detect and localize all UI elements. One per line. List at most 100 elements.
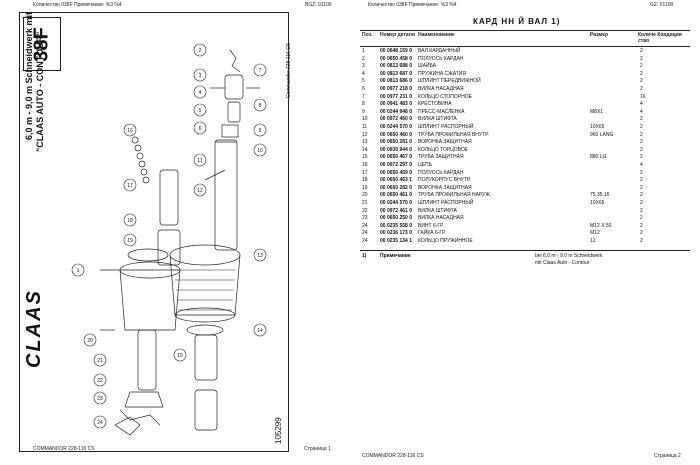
row-pos: 22 bbox=[362, 207, 368, 214]
callout-23: 23 bbox=[93, 391, 107, 405]
row-size: M12 X 50 bbox=[590, 222, 612, 229]
svg-text:2: 2 bbox=[199, 48, 202, 54]
row-qty: 4 bbox=[640, 162, 643, 168]
row-part-number: 00 0650 281 0 bbox=[380, 139, 412, 146]
row-size: 960 LANG bbox=[590, 131, 614, 138]
row-pos: 11 bbox=[362, 124, 368, 130]
svg-text:21: 21 bbox=[97, 358, 103, 364]
row-part-number: 00 0650 459 0 bbox=[380, 169, 412, 176]
col-size: Размер bbox=[590, 32, 609, 38]
row-part-number: 00 0648 159 0 bbox=[380, 48, 412, 54]
col-name: Наименование bbox=[418, 32, 455, 38]
callout-6: 6 bbox=[193, 121, 207, 135]
title-line-1: 6,0 m - 9,0 m Schneidwerk mit bbox=[24, 11, 34, 140]
callout-3: 3 bbox=[193, 68, 207, 82]
col-qty: Количе Кондиция ство bbox=[638, 32, 682, 44]
row-pos: 13 bbox=[362, 139, 368, 146]
left-footer-left: COMMANDOR 228-116 CS bbox=[33, 446, 95, 452]
row-part-number: 00 0941 483 0 bbox=[380, 101, 412, 108]
page-title: КАРД НН Й ВАЛ 1) bbox=[473, 17, 561, 26]
row-name: ПОЛУОСЬ КАРДАН bbox=[418, 169, 464, 176]
row-part-number: 00 0977 218 0 bbox=[380, 86, 412, 92]
left-tube-top bbox=[159, 169, 179, 226]
row-qty: 2 bbox=[640, 78, 643, 85]
row-size: 12 bbox=[590, 238, 596, 244]
row-part-number: 00 0930 944 0 bbox=[380, 146, 412, 153]
svg-text:11: 11 bbox=[197, 158, 202, 164]
cross-piece bbox=[227, 101, 241, 123]
sheet-code-box: 38F bbox=[23, 17, 61, 71]
row-name: ПРЕСС-МАСЛЕНКА bbox=[418, 108, 465, 115]
row-qty: 2 bbox=[640, 63, 643, 70]
row-name: ПРУЖИНА СЖАТИЯ bbox=[418, 70, 466, 77]
row-pos: 18 bbox=[362, 177, 368, 184]
exploded-drawing: 1 2 3 4 5 6 7 8 9 10 11 12 13 14 15 16 1… bbox=[71, 43, 267, 436]
row-part-number: 00 0972 297 0 bbox=[380, 162, 412, 168]
protect-tube bbox=[194, 334, 218, 381]
row-name: ВИЛКА НАСАДНАЯ bbox=[418, 86, 464, 92]
grease-fitting bbox=[221, 124, 239, 138]
row-pos: 12 bbox=[362, 131, 368, 138]
row-name: ВИЛКА НАСАДНАЯ bbox=[418, 215, 464, 222]
row-qty: 2 bbox=[640, 86, 643, 92]
row-part-number: 00 0650 250 0 bbox=[380, 215, 412, 222]
row-name: ВИЛКА ШТИФТА bbox=[418, 207, 457, 214]
row-name: ШПЛИНТ ПЕРЕДВИЖНОЙ bbox=[418, 78, 481, 85]
outer-tube bbox=[194, 389, 218, 431]
row-part-number: 00 0235 134 1 bbox=[380, 238, 412, 244]
note-line-2: mit Claas Auto - Contour bbox=[535, 260, 590, 266]
row-pos: 3 bbox=[362, 63, 365, 70]
row-qty: 2 bbox=[640, 48, 643, 54]
row-pos: 19 bbox=[362, 184, 368, 191]
row-part-number: 00 0650 458 0 bbox=[380, 55, 412, 62]
callout-19: 19 bbox=[123, 233, 137, 247]
row-qty: 2 bbox=[640, 192, 643, 199]
row-name: ШАЙБА bbox=[418, 63, 437, 70]
svg-text:7: 7 bbox=[259, 68, 262, 74]
row-pos: 15 bbox=[362, 154, 368, 161]
callout-17: 17 bbox=[123, 178, 137, 192]
svg-text:17: 17 bbox=[127, 183, 133, 189]
divider-header bbox=[360, 46, 690, 47]
row-name: ПОЛУОСЬ КАРДАН bbox=[418, 55, 464, 62]
row-name: ЦЕПЬ bbox=[418, 162, 432, 168]
row-pos: 24 bbox=[362, 222, 368, 229]
callout-20: 20 bbox=[83, 333, 97, 347]
row-qty: 2 bbox=[640, 215, 643, 222]
row-name: КРЕСТОВИНА bbox=[418, 101, 452, 108]
callout-12: 12 bbox=[193, 183, 207, 197]
row-part-number: 00 0813 687 0 bbox=[380, 70, 412, 77]
callouts: 1 2 3 4 5 6 7 8 9 10 11 12 13 14 15 16 1… bbox=[71, 43, 267, 429]
row-pos: 1 bbox=[362, 48, 365, 54]
row-qty: 2 bbox=[640, 169, 643, 176]
row-part-number: 00 0244 570 0 bbox=[380, 200, 412, 206]
row-part-number: 00 0650 282 0 bbox=[380, 184, 412, 191]
row-part-number: 00 0235 558 0 bbox=[380, 222, 412, 229]
drawing-side-note: Commandor 228-116 CS bbox=[286, 42, 292, 98]
cone-guard-top bbox=[169, 244, 241, 266]
row-part-number: 00 0650 467 0 bbox=[380, 154, 412, 161]
claas-logo: CLAAS bbox=[23, 289, 45, 368]
left-footer-right: Страница 1 bbox=[304, 446, 331, 452]
row-qty: 2 bbox=[640, 184, 643, 191]
yoke-top bbox=[229, 49, 241, 73]
callout-24: 24 bbox=[93, 415, 107, 429]
svg-text:19: 19 bbox=[127, 238, 133, 244]
col-num: Номер детали bbox=[380, 32, 415, 38]
svg-text:14: 14 bbox=[257, 328, 263, 334]
row-pos: 23 bbox=[362, 215, 368, 222]
row-pos: 24 bbox=[362, 230, 368, 237]
row-qty: 2 bbox=[640, 70, 643, 77]
row-qty: 2 bbox=[640, 146, 643, 153]
row-pos: 20 bbox=[362, 192, 368, 199]
